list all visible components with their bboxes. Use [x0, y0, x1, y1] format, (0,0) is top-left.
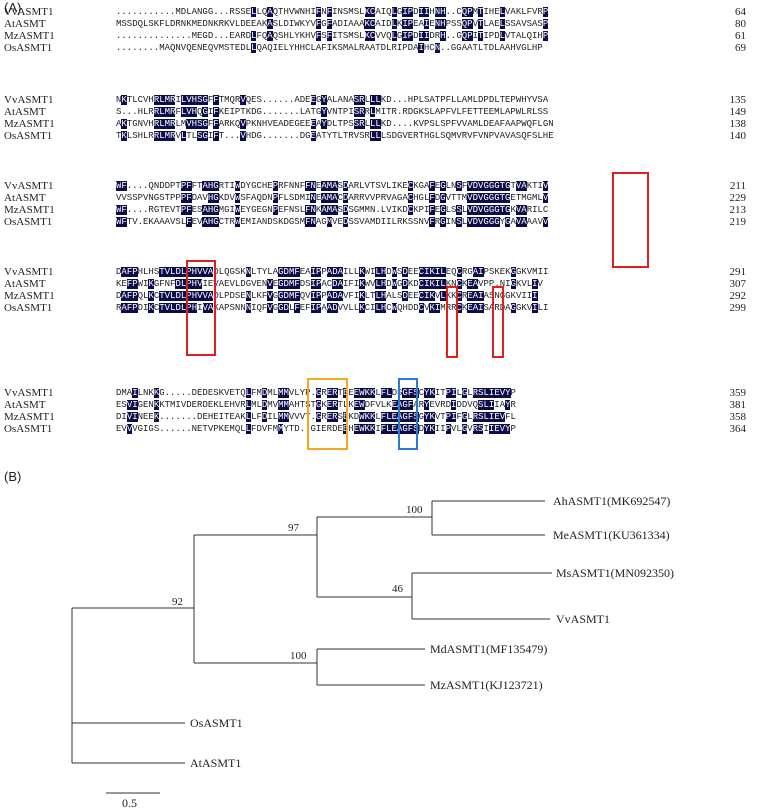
sequence-residues: DMAILNKKG.....DEDESKVETQLFMDMLMMVLYP.GRE… [116, 388, 516, 398]
phylogenetic-tree: AhASMT1(MK692547) MeASMT1(KU361334) MsAS… [71, 494, 674, 809]
sequence-position: 219 [729, 216, 747, 228]
sequence-residues: ...........MDLANGG...RSSELLQAQTHVWNHIFNF… [116, 7, 549, 17]
sequence-position: 299 [729, 302, 747, 314]
sequence-position: 64 [735, 6, 746, 18]
sequence-position: 61 [735, 30, 746, 42]
leaf-label: MsASMT1(MN092350) [556, 566, 674, 580]
panel-b-label: (B) [4, 469, 22, 484]
sequence-residues: RAFPDIKCTVLDLPHIVAKAPSNNNIQFVGGDLFEFIPAA… [116, 303, 549, 313]
sequence-name: OsASMT1 [4, 216, 53, 228]
red-box-dvggg [612, 172, 649, 268]
bootstrap-value: 97 [288, 522, 300, 534]
red-box-w [492, 286, 504, 358]
sequence-position: 229 [729, 192, 747, 204]
leaf-label: AtASMT1 [190, 756, 241, 770]
sequence-name: AtASMT [4, 278, 46, 290]
sequence-residues: ..............MEGD...EARDLFQAQSHLYKHVFSF… [116, 31, 549, 41]
sequence-position: 140 [729, 130, 747, 142]
sequence-name: AtASMT [4, 399, 46, 411]
sequence-residues: AKTGNVHRLMRLMVHSGFFARKQVPKNHVEADEGEEEAYD… [116, 119, 554, 129]
red-box-lph [186, 260, 216, 356]
sequence-residues: MSSDQLSKFLDRNKMEDNKRKVLDEEAKASLDIWKYVFGF… [116, 19, 549, 29]
sequence-residues: DAFPHLHSTVLDLPHVVADLQGSKNLTYLAGDMFEAIPPA… [116, 267, 549, 277]
tree-branches [71, 500, 552, 794]
leaf-label: AhASMT1(MK692547) [553, 494, 670, 508]
sequence-residues: NKTLCVHRLMRILVHSGFFTMQRVQES......ADEEGYA… [116, 95, 549, 105]
sequence-position: 364 [729, 423, 747, 435]
leaf-label: VvASMT1 [556, 612, 610, 626]
panel-a-label: (A) [4, 0, 22, 15]
sequence-residues: TKLSHLRRLMRVLTLSGIFT...VHDG.......DGEATY… [116, 131, 554, 141]
blue-box-r [398, 378, 418, 450]
sequence-name: VvASMT1 [4, 180, 54, 192]
sequence-position: 358 [729, 411, 747, 423]
sequence-name: VvASMT1 [4, 266, 54, 278]
sequence-name: MzASMT1 [4, 118, 55, 130]
sequence-name: OsASMT1 [4, 42, 53, 54]
sequence-residues: DAFPQLKCTVLDLPHVVADLPDSENLKFVGGDMFQVIPPA… [116, 291, 538, 301]
sequence-name: MzASMT1 [4, 290, 55, 302]
red-box-k [446, 286, 458, 358]
sequence-residues: WF....QNDDPTPFFTAHGRTIWDYGCHEPRFNNFFNEAM… [116, 181, 549, 191]
sequence-position: 291 [729, 266, 747, 278]
scale-bar-label: 0.5 [122, 796, 137, 809]
sequence-residues: ........MAQNVQENEQVMSTEDLLQAQIELYHHCLAFI… [116, 43, 543, 53]
sequence-residues: ESVIGENKKTMIVDERDEKLEHVRLMLDMVMMAHTSTGKE… [116, 400, 516, 410]
sequence-name: MzASMT1 [4, 204, 55, 216]
sequence-position: 359 [729, 387, 747, 399]
sequence-name: VvASMT1 [4, 387, 54, 399]
bootstrap-value: 92 [172, 596, 183, 608]
sequence-position: 149 [729, 106, 747, 118]
sequence-residues: KEFPWIKGFNFDLPHVIEVAEVLDGVENVEGDMFDSIPAC… [116, 279, 543, 289]
sequence-name: OsASMT1 [4, 130, 53, 142]
sequence-residues: VVSSPVNGSTPPPFDAVHGKDVWSFAQDNPFLSDMINEAM… [116, 193, 549, 203]
sequence-position: 381 [729, 399, 747, 411]
leaf-label: MzASMT1(KJ123721) [430, 678, 543, 692]
sequence-name: MzASMT1 [4, 30, 55, 42]
sequence-name: OsASMT1 [4, 302, 53, 314]
bootstrap-value: 100 [290, 650, 307, 662]
sequence-name: AtASMT [4, 192, 46, 204]
sequence-position: 138 [729, 118, 747, 130]
leaf-label: OsASMT1 [190, 716, 243, 730]
bootstrap-values: 100 97 46 92 100 [172, 504, 423, 662]
sequence-residues: WF....RGTEVTPFESAHGMGIWEYGEGNPEFNSLFNKAM… [116, 205, 549, 215]
sequence-name: AtASMT [4, 18, 46, 30]
sequence-position: 69 [735, 42, 746, 54]
sequence-position: 213 [729, 204, 747, 216]
leaf-label: MeASMT1(KU361334) [553, 528, 670, 542]
sequence-name: VvASMT1 [4, 6, 54, 18]
sequence-position: 80 [735, 18, 746, 30]
sequence-position: 135 [729, 94, 747, 106]
sequence-name: AtASMT [4, 106, 46, 118]
sequence-residues: WFTV.EKAAAVSLFEVAHGCTRWEMIANDSKDGSMFNAGM… [116, 217, 549, 227]
tree-leaf-labels: AhASMT1(MK692547) MeASMT1(KU361334) MsAS… [190, 494, 674, 770]
sequence-position: 307 [729, 278, 747, 290]
sequence-name: MzASMT1 [4, 411, 55, 423]
sequence-name: OsASMT1 [4, 423, 53, 435]
bootstrap-value: 46 [392, 583, 404, 595]
sequence-position: 292 [729, 290, 747, 302]
bootstrap-value: 100 [406, 504, 423, 516]
orange-box-mm [307, 378, 348, 450]
sequence-name: VvASMT1 [4, 94, 54, 106]
sequence-residues: DIVINEEK.......DEHEITEAKLLFDILMMVVVT.GRE… [116, 412, 516, 422]
leaf-label: MdASMT1(MF135479) [430, 642, 547, 656]
sequence-position: 211 [729, 180, 746, 192]
sequence-residues: S...HLRRLMRFLVHQGIFKEIPTKDG.......LATGYV… [116, 107, 549, 117]
